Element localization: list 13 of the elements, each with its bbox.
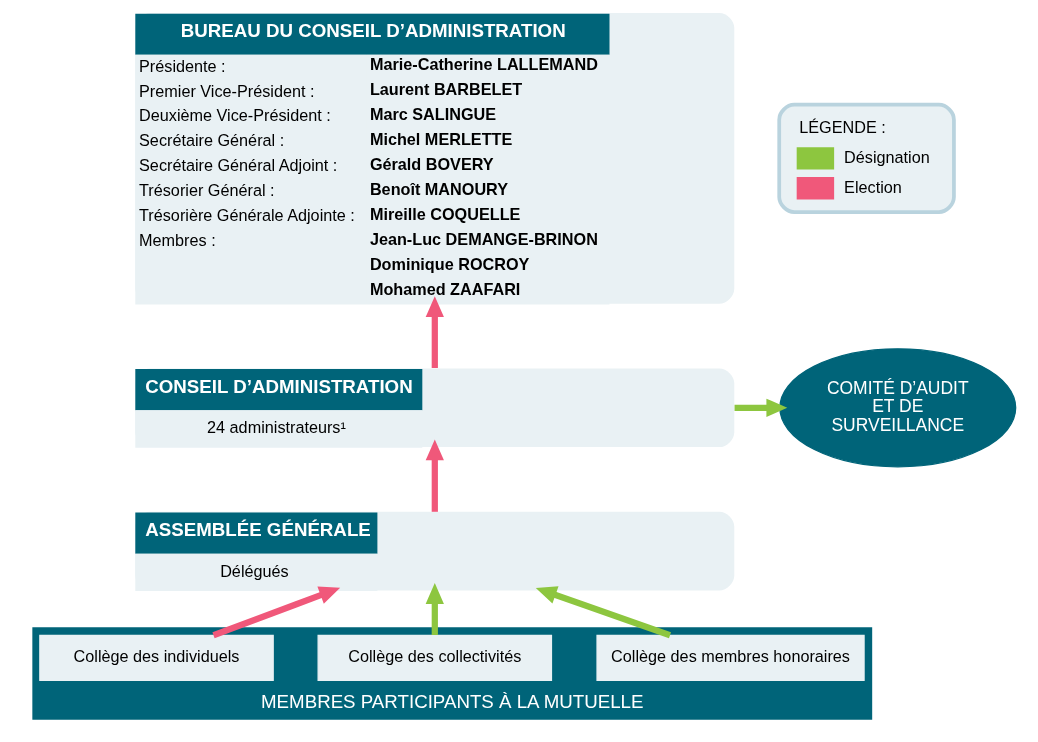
arrow: [425, 296, 444, 368]
node-box: Collège des collectivités: [317, 634, 552, 681]
legend-label: Désignation: [843, 147, 930, 166]
arrow: [425, 583, 444, 635]
arrow: [211, 586, 340, 639]
legend-label: Election: [843, 177, 902, 196]
arrow: [535, 586, 671, 639]
arrow: [425, 439, 444, 512]
arrow: [734, 398, 787, 417]
node-box: Collège des membres honoraires: [595, 634, 865, 681]
node-box: Collège des individuels: [38, 634, 274, 681]
label: LÉGENDE :: [798, 117, 886, 136]
node-ellipse: COMITÉ D’AUDIT ET DE SURVEILLANCE: [778, 348, 1016, 468]
